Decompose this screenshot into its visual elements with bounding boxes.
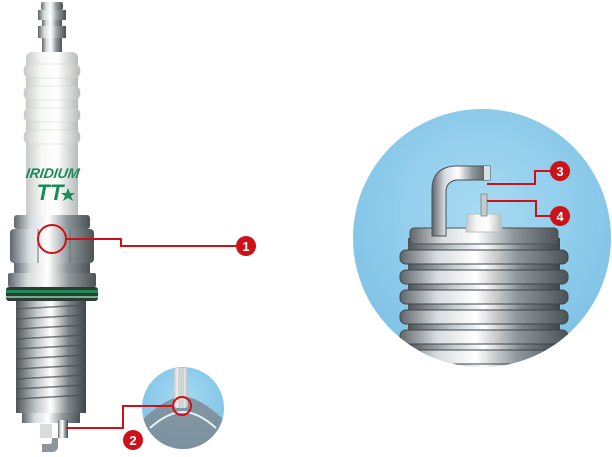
callout-4: 4 xyxy=(487,200,570,226)
threaded-shell xyxy=(15,301,87,423)
callout-2: 2 xyxy=(66,396,192,450)
callout-3: 3 xyxy=(487,161,570,185)
callout-3-number: 3 xyxy=(556,164,563,179)
callout-2-number: 2 xyxy=(129,433,136,448)
callout-2-badge xyxy=(123,430,143,450)
gasket xyxy=(6,287,98,301)
terminal-nut xyxy=(38,2,66,52)
callout-4-number: 4 xyxy=(556,209,564,224)
callout-4-leader-line xyxy=(487,200,552,217)
callout-1-number: 1 xyxy=(242,239,249,254)
brand-logo: IRIDIUM TT xyxy=(25,165,81,205)
ceramic-insulator xyxy=(23,52,81,220)
callout-3-leader-line xyxy=(487,170,552,185)
callout-4-badge xyxy=(550,206,570,226)
callout-3-badge xyxy=(550,161,570,181)
ground-electrode xyxy=(40,420,68,452)
brand-logo-line1: IRIDIUM xyxy=(25,165,81,181)
spark-plug: IRIDIUM TT xyxy=(6,2,98,452)
electrode-magnifier xyxy=(353,109,611,367)
callout-1-leader-line xyxy=(66,238,236,247)
tip-magnifier xyxy=(142,367,224,449)
callout-1-badge xyxy=(236,236,256,256)
spark-star-icon xyxy=(61,188,75,201)
callout-2-leader-line xyxy=(66,405,173,429)
callout-1: 1 xyxy=(37,224,256,256)
brand-logo-line2: TT xyxy=(37,180,65,205)
